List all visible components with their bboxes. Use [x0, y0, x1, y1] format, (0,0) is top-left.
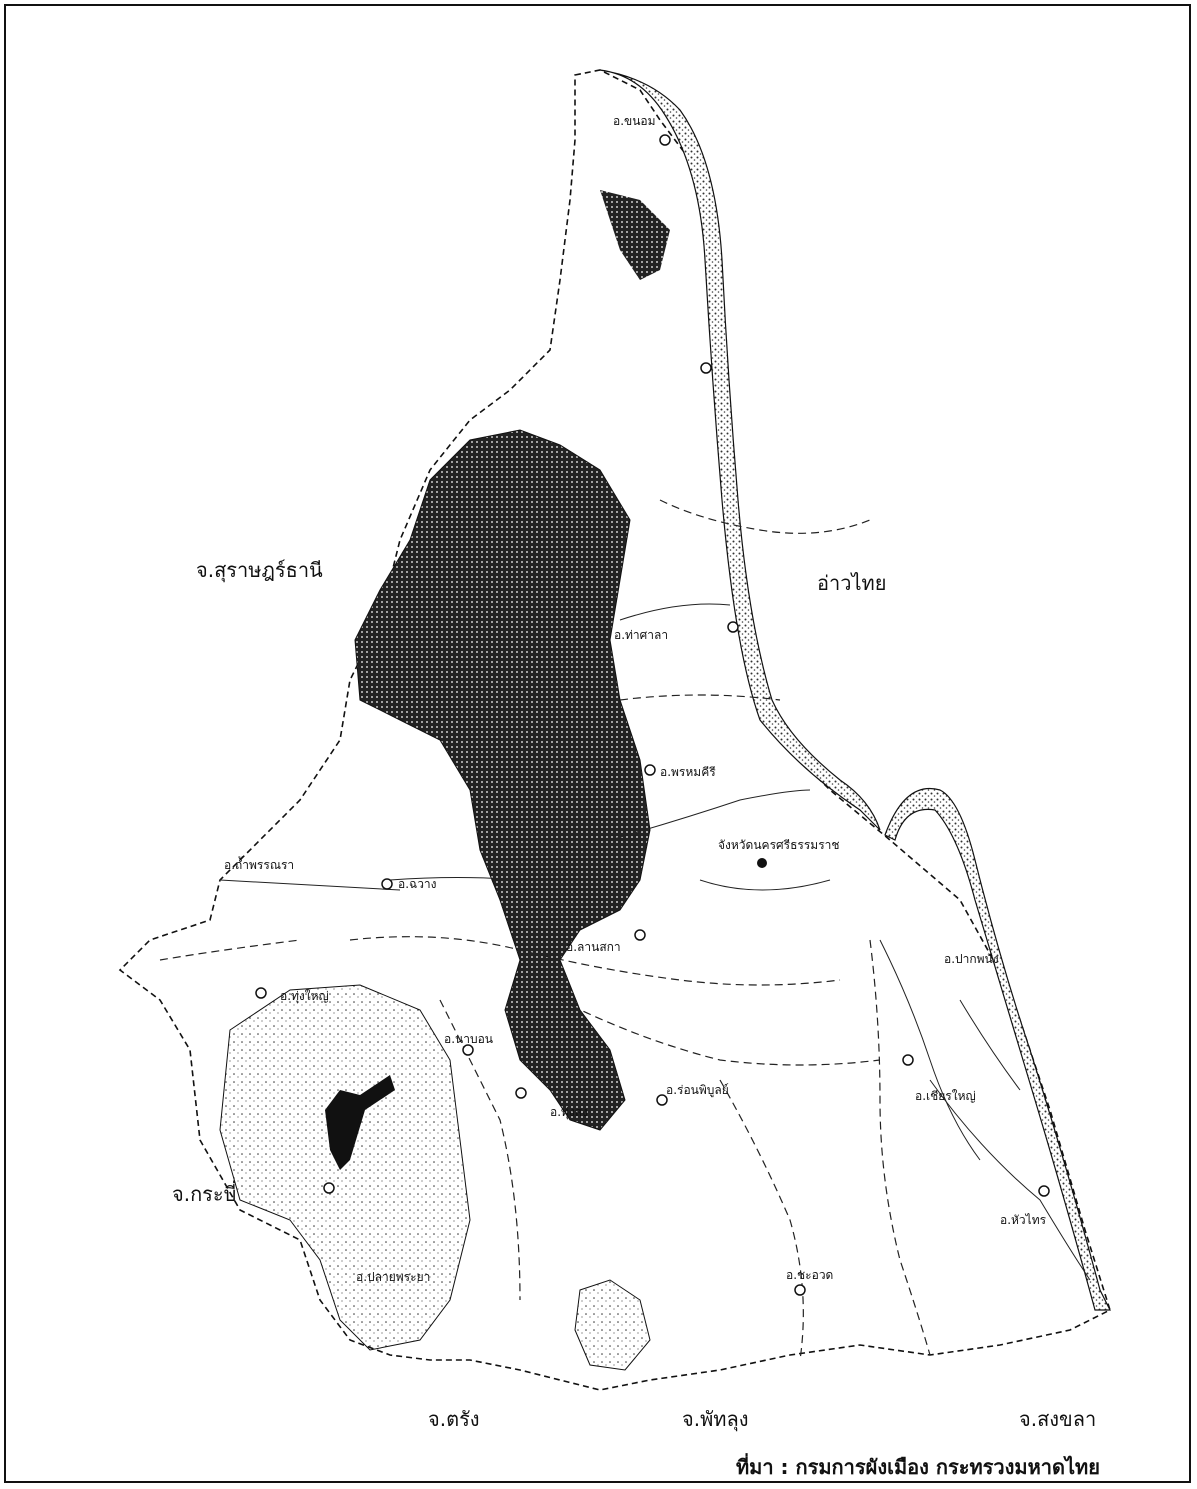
label-krabi: จ.กระบี่	[172, 1182, 237, 1206]
rivers	[219, 603, 1091, 1281]
label-phatthalung: จ.พัทลุง	[682, 1407, 749, 1431]
southern-hills	[574, 1279, 651, 1371]
label-tha-sala: อ.ท่าศาลา	[614, 628, 669, 642]
label-cha-uat: อ.ชะอวด	[786, 1268, 834, 1282]
lowland-area	[219, 984, 471, 1351]
northern-hills	[600, 190, 670, 280]
label-lan-saka: อ.ลานสกา	[566, 940, 621, 954]
label-khanom: อ.ขนอม	[613, 114, 656, 128]
label-pak-phanang: อ.ปากพนัง	[944, 952, 999, 966]
town-markers	[255, 134, 1050, 1296]
label-songkhla: จ.สงขลา	[1019, 1407, 1097, 1431]
label-thung-yai: อ.ทุ่งใหญ่	[280, 989, 329, 1003]
province-capital-marker	[757, 858, 767, 868]
label-chian-yai: อ.เชียรใหญ่	[915, 1089, 976, 1103]
district-boundaries	[159, 499, 931, 1361]
coastal-strip	[599, 69, 881, 831]
mountain-range	[354, 429, 651, 1131]
map-frame	[4, 4, 1191, 1483]
label-tham-phannara: อ.ถ้ำพรรณรา	[224, 858, 295, 872]
label-trang: จ.ตรัง	[428, 1407, 480, 1431]
label-hua-sai: อ.หัวไทร	[1000, 1213, 1047, 1227]
label-na-bon: อ.นาบอน	[444, 1032, 493, 1046]
label-ron-phibun: อ.ร่อนพิบูลย์	[666, 1083, 729, 1097]
label-gulf-of-thailand: อ่าวไทย	[817, 571, 887, 595]
label-phrom-khiri: อ.พรหมคีรี	[660, 765, 716, 779]
label-chawang: อ.ฉวาง	[398, 877, 437, 891]
label-thung-song: อ.ทุ่งสง	[550, 1105, 588, 1119]
pak-phanang-spit	[884, 788, 1111, 1311]
limestone-outcrop	[325, 1075, 395, 1170]
map-source-credit: ที่มา : กรมการผังเมือง กระทรวงมหาดไทย	[736, 1455, 1100, 1479]
label-plai-phraya: อ.ปลายพระยา	[356, 1270, 431, 1284]
label-surat-thani: จ.สุราษฎร์ธานี	[196, 558, 323, 582]
label-province-capital: จังหวัดนครศรีธรรมราช	[718, 838, 840, 852]
